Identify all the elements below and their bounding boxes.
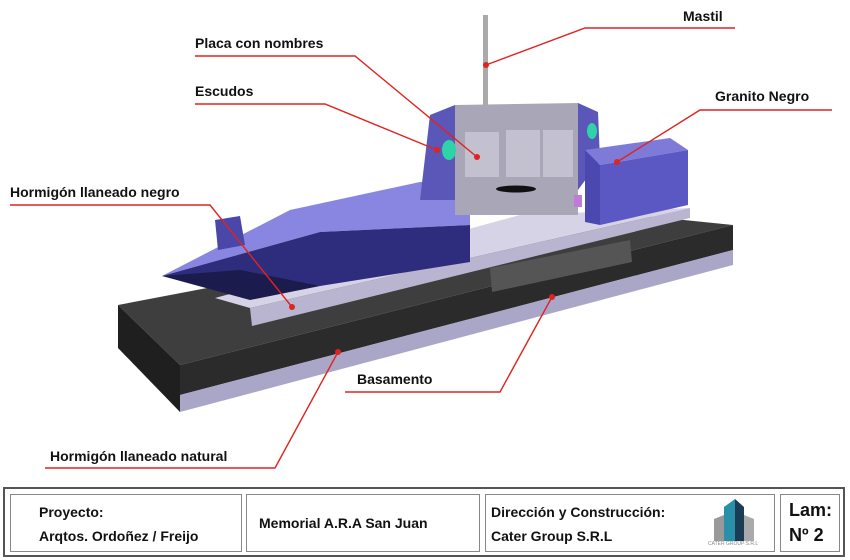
- granite-front: [585, 150, 600, 225]
- label-escudos: Escudos: [195, 83, 254, 99]
- granite-top: [585, 138, 688, 165]
- sheet-number: Nº 2: [789, 525, 824, 545]
- label-granito: Granito Negro: [715, 88, 810, 104]
- direction-label: Dirección y Construcción:: [491, 504, 666, 520]
- basamento-recess: [490, 240, 632, 292]
- memorial-3d-render: [10, 15, 832, 469]
- leader-mastil: [485, 27, 735, 66]
- bollard: [574, 195, 582, 207]
- direction-cell: Dirección y Construcción: Cater Group S.…: [485, 494, 775, 552]
- memorial-title: Memorial A.R.A San Juan: [259, 515, 428, 531]
- memorial-cell: Memorial A.R.A San Juan: [246, 494, 480, 552]
- label-hormigon-natural: Hormigón llaneado natural: [50, 448, 228, 464]
- base-slab-side: [118, 305, 180, 412]
- project-authors: Arqtos. Ordoñez / Freijo: [39, 528, 199, 544]
- base-slab-edge: [180, 250, 733, 412]
- cater-group-logo: [714, 499, 754, 541]
- hull-top: [162, 180, 470, 276]
- leader-lines: [10, 27, 832, 469]
- platform-front: [250, 208, 690, 326]
- leader-placa: [195, 55, 478, 158]
- project-label: Proyecto:: [39, 504, 104, 520]
- shield-right: [587, 123, 597, 139]
- label-mastil: Mastil: [683, 8, 723, 24]
- rudder-fin: [215, 216, 245, 250]
- leader-hormigon-natural: [45, 351, 339, 469]
- name-panel: [543, 130, 573, 177]
- label-hormigon-negro: Hormigón llaneado negro: [10, 184, 180, 200]
- leader-dots: [289, 62, 620, 355]
- sheet-cell: Lam: Nº 2: [780, 494, 840, 552]
- project-cell: Proyecto: Arqtos. Ordoñez / Freijo: [10, 494, 242, 552]
- shield-left: [442, 140, 456, 160]
- leader-escudos: [195, 103, 438, 151]
- submarine-silhouette: [496, 185, 536, 193]
- mast: [483, 15, 488, 107]
- label-placa: Placa con nombres: [195, 35, 324, 51]
- name-panel: [506, 130, 540, 177]
- label-basamento: Basamento: [357, 371, 433, 387]
- company-name: Cater Group S.R.L: [491, 528, 613, 544]
- leader-hormigon-negro: [10, 204, 293, 308]
- name-panel: [465, 132, 499, 177]
- sheet-label: Lam:: [789, 500, 833, 520]
- title-block: Proyecto: Arqtos. Ordoñez / Freijo Memor…: [3, 487, 845, 557]
- leader-granito: [616, 109, 832, 163]
- leader-basamento: [345, 296, 553, 393]
- granite-side: [600, 150, 688, 225]
- logo-text: CATER GROUP S.R.L: [708, 541, 759, 547]
